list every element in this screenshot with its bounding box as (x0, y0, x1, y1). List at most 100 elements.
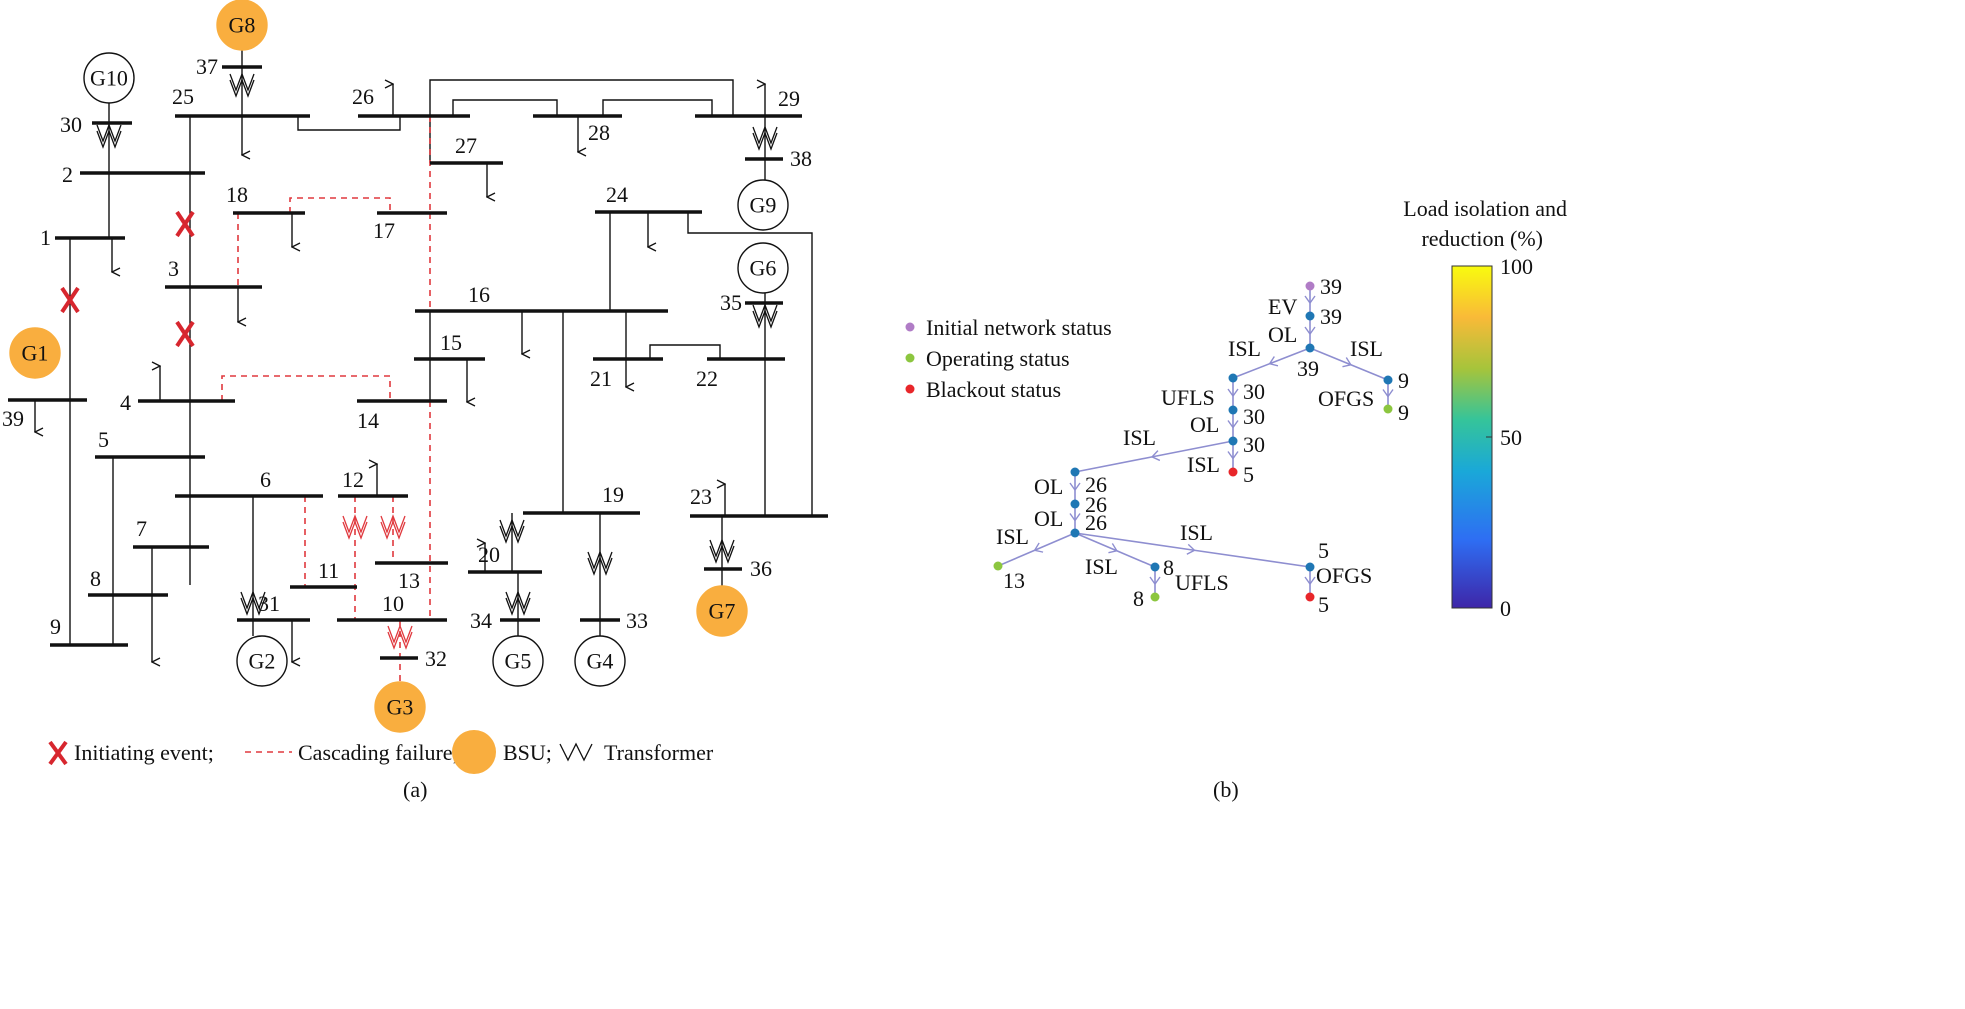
generator-G4 (574, 635, 626, 687)
tree-edge (1074, 532, 1156, 568)
transformer-icon (499, 524, 525, 544)
colorbar-tick-0: 0 (1500, 596, 1511, 621)
tree-node-operating (1150, 592, 1160, 602)
transformer-icon (752, 303, 778, 323)
transformer-icon (96, 129, 122, 149)
edge-label: OL (1034, 506, 1063, 531)
line (452, 99, 558, 116)
generator-G8 (216, 0, 268, 51)
tree-edge (1232, 347, 1311, 379)
tree-node-intermediate (1150, 562, 1160, 572)
initiating-event-x-icon (175, 210, 195, 238)
initiating-event-x-icon (60, 286, 80, 314)
transformer-icon (240, 590, 266, 610)
tree-node-intermediate (1305, 343, 1315, 353)
transformer-icon (380, 520, 406, 540)
legend-transformer: Transformer (604, 740, 714, 765)
tree-node-blackout (1305, 592, 1315, 602)
bus-label: 28 (588, 120, 610, 145)
generator-label: G6 (750, 256, 777, 281)
transformer-icon (342, 520, 368, 540)
generator-label: G5 (505, 649, 532, 674)
node-label: 8 (1163, 555, 1174, 580)
generator-label: G10 (90, 66, 128, 91)
legend-dot-icon (905, 322, 915, 332)
bus-label: 32 (425, 646, 447, 671)
tree-node-intermediate (1383, 375, 1393, 385)
bus-label: 16 (468, 282, 490, 307)
colorbar-tick-100: 100 (1500, 254, 1533, 279)
cascading-failure-line (289, 197, 391, 213)
generator-label: G9 (750, 193, 777, 218)
bus-label: 7 (136, 516, 147, 541)
bus-label: 36 (750, 556, 772, 581)
transformer-icon (709, 544, 735, 564)
transformer-icon (240, 596, 266, 616)
tree-node-intermediate (1070, 467, 1080, 477)
edge-label: UFLS (1161, 385, 1215, 410)
tree-node-intermediate (1070, 528, 1080, 538)
bus-label: 9 (50, 614, 61, 639)
generator-G6 (737, 242, 789, 294)
bus-label: 29 (778, 86, 800, 111)
tree-edge (1074, 532, 1311, 568)
node-label: 26 (1085, 510, 1107, 535)
edge-label: ISL (1123, 425, 1156, 450)
node-label: 5 (1318, 592, 1329, 617)
edge-label: OL (1190, 412, 1219, 437)
edge-label: ISL (996, 524, 1029, 549)
edge-label: ISL (1350, 336, 1383, 361)
edge-label: UFLS (1175, 570, 1229, 595)
edge-label: EV (1268, 294, 1297, 319)
generator-label: G4 (587, 649, 614, 674)
edge-label: ISL (1180, 520, 1213, 545)
initiating-event-x-icon (175, 320, 195, 348)
colorbar-title-1: Load isolation and (1403, 196, 1567, 221)
line (297, 116, 401, 131)
bus-label: 15 (440, 330, 462, 355)
transformer-icon (499, 518, 525, 538)
tree-node-intermediate (1228, 436, 1238, 446)
caption-a: (a) (403, 777, 427, 802)
colorbar: Load isolation and reduction (%) 100 50 … (1213, 196, 1567, 802)
tree-node-operating (993, 561, 1003, 571)
bus-label: 1 (40, 225, 51, 250)
tree-node-intermediate (1228, 373, 1238, 383)
edge-label: OFGS (1318, 386, 1374, 411)
node-label: 39 (1320, 274, 1342, 299)
bus-label: 27 (455, 133, 477, 158)
tree-edge (997, 532, 1076, 567)
node-label: 30 (1243, 404, 1265, 429)
bus-label: 12 (342, 467, 364, 492)
bus-label: 35 (720, 290, 742, 315)
bus-label: 2 (62, 162, 73, 187)
bus-label: 13 (398, 568, 420, 593)
generator-label: G1 (22, 341, 49, 366)
bus-label: 5 (98, 427, 109, 452)
generator-G3 (374, 681, 426, 733)
initiating-event-x-icon (48, 740, 68, 766)
generator-label: G7 (709, 599, 736, 624)
caption-b: (b) (1213, 777, 1239, 802)
tree-node-intermediate (1228, 405, 1238, 415)
bus-label: 20 (478, 542, 500, 567)
bus-label: 33 (626, 608, 648, 633)
bus-label: 6 (260, 467, 271, 492)
bus-label: 34 (470, 608, 492, 633)
bus-label: 17 (373, 218, 395, 243)
generator-G5 (492, 635, 544, 687)
transmission-lines (35, 50, 813, 682)
tree-node-intermediate (1305, 562, 1315, 572)
bus-label: 10 (382, 591, 404, 616)
generator-label: G2 (249, 649, 276, 674)
bus-label: 22 (696, 366, 718, 391)
edge-label: OL (1268, 322, 1297, 347)
bus-label: 11 (318, 558, 339, 583)
transformer-icon (752, 309, 778, 329)
transformer-icon (229, 78, 255, 98)
